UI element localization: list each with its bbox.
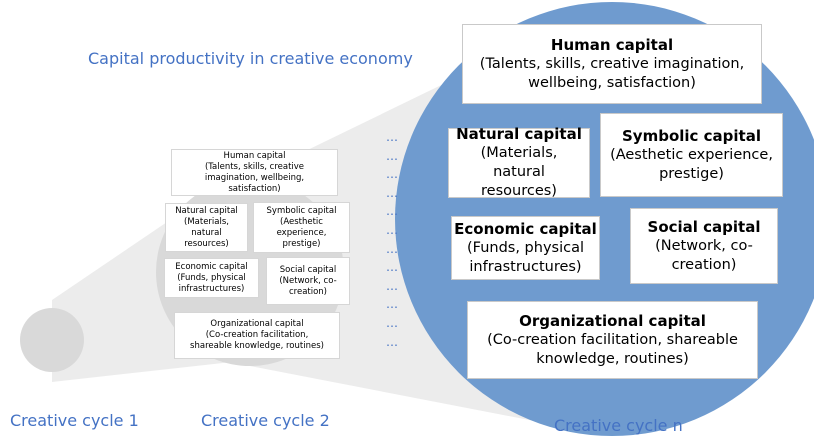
- box-title: Symbolic capital: [266, 205, 337, 216]
- natural-capital-box: Natural capital (Materials, natural reso…: [448, 125, 590, 199]
- ellipsis: …: [386, 167, 399, 182]
- ellipsis: …: [386, 334, 399, 349]
- box-title: Social capital: [279, 264, 337, 275]
- box-title: Natural capital: [175, 205, 238, 216]
- box-title: Natural capital: [456, 125, 582, 143]
- cycle2-economic-capital-box: Economic capital (Funds, physical infras…: [164, 258, 259, 298]
- ellipsis-column: … … … … … … … … … … … …: [386, 128, 399, 351]
- social-capital-box: Social capital (Network, co-creation): [630, 208, 778, 284]
- ellipsis: …: [386, 297, 399, 312]
- economic-capital-box: Economic capital (Funds, physical infras…: [451, 216, 600, 280]
- human-capital-box: Human capital (Talents, skills, creative…: [462, 24, 762, 104]
- box-description: (Network, co-creation): [655, 237, 753, 273]
- ellipsis: …: [386, 278, 399, 293]
- ellipsis: …: [386, 222, 399, 237]
- symbolic-capital-box: Symbolic capital (Aesthetic experience, …: [600, 113, 783, 197]
- ellipsis: …: [386, 260, 399, 275]
- diagram-title: Capital productivity in creative economy: [88, 49, 413, 68]
- box-description: (Co-creation facilitation, shareable kno…: [487, 331, 738, 367]
- ellipsis: …: [386, 315, 399, 330]
- box-title: Social capital: [647, 217, 761, 236]
- box-description: (Talents, skills, creative imagination, …: [479, 55, 745, 91]
- box-title: Human capital: [550, 35, 674, 54]
- ellipsis: …: [386, 130, 399, 144]
- cycle2-natural-capital-box: Natural capital (Materials, natural reso…: [165, 203, 248, 252]
- box-title: Organizational capital: [519, 311, 706, 330]
- ellipsis: …: [386, 241, 399, 256]
- box-description: (Talents, skills, creative imagination, …: [204, 161, 305, 194]
- box-title: Economic capital: [175, 261, 248, 272]
- cycle2-social-capital-box: Social capital (Network, co-creation): [266, 257, 350, 305]
- cycle2-organizational-capital-box: Organizational capital (Co-creation faci…: [174, 312, 340, 359]
- box-title: Symbolic capital: [622, 126, 761, 145]
- box-description: (Materials, natural resources): [480, 145, 558, 199]
- cycle2-symbolic-capital-box: Symbolic capital (Aesthetic experience, …: [253, 202, 350, 253]
- box-description: (Materials, natural resources): [184, 216, 229, 249]
- box-description: (Co-creation facilitation, shareable kno…: [190, 330, 324, 351]
- box-description: (Aesthetic experience, prestige): [276, 216, 327, 249]
- ellipsis: …: [386, 204, 399, 219]
- cycle2-human-capital-box: Human capital (Talents, skills, creative…: [171, 149, 338, 196]
- creative-cycle-1-label: Creative cycle 1: [10, 411, 139, 430]
- box-title: Organizational capital: [210, 319, 304, 329]
- organizational-capital-box: Organizational capital (Co-creation faci…: [467, 301, 758, 379]
- ellipsis: …: [386, 185, 399, 200]
- ellipsis: …: [386, 148, 399, 163]
- creative-cycle-n-label: Creative cycle n: [554, 416, 683, 435]
- box-description: (Funds, physical infrastructures): [177, 272, 246, 294]
- box-description: (Funds, physical infrastructures): [466, 239, 584, 275]
- creative-cycle-1-circle: [20, 308, 84, 372]
- box-description: (Network, co-creation): [279, 275, 337, 297]
- box-title: Economic capital: [454, 219, 597, 238]
- box-title: Human capital: [223, 150, 286, 161]
- creative-cycle-2-label: Creative cycle 2: [201, 411, 330, 430]
- box-description: (Aesthetic experience, prestige): [610, 146, 773, 182]
